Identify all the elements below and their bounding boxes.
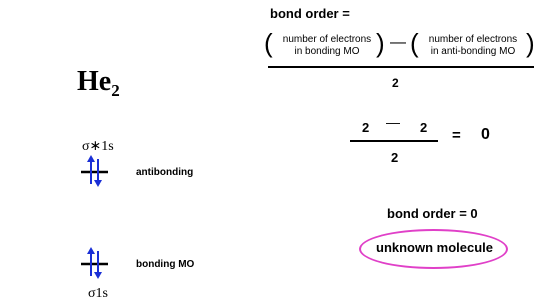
bonding-spin-up-icon [87,247,95,276]
calc-minus: — [386,114,400,130]
bonding-spin-down-icon [94,251,102,279]
bonding-electrons-line-2: in bonding MO [294,46,360,57]
conclusion-text: unknown molecule [376,240,494,255]
bonding-electrons-line-1: number of electrons [282,34,372,45]
right-paren-close: ) [526,28,535,58]
bonding-electrons-label: number of electrons in bonding MO [272,34,382,58]
molecule-formula: He2 [77,66,120,101]
antibonding-orbital-name: σ∗1s [82,139,114,154]
antibonding-spin-up-icon [87,155,95,184]
antibonding-electrons-label: number of electrons in anti-bonding MO [418,34,528,58]
bond-order-result: bond order = 0 [387,206,478,221]
calc-numerator-left: 2 [362,120,370,135]
antibonding-electrons-line-1: number of electrons [428,34,518,45]
antibonding-spin-down-icon [94,159,102,187]
calc-denominator: 2 [391,150,399,165]
antibonding-electrons-line-2: in anti-bonding MO [430,46,516,57]
left-paren-close: ) [376,28,385,58]
formula-denominator: 2 [392,76,399,90]
calc-fraction-bar [350,140,438,142]
bonding-orbital-name: σ1s [88,286,108,301]
molecule-symbol: He [77,66,112,97]
highlight-oval [359,229,508,269]
bonding-orbital-diagram [81,247,108,279]
bonding-label: bonding MO [136,259,195,270]
bond-order-title: bond order = [270,6,350,21]
formula-minus: — [390,34,406,51]
molecule-subscript: 2 [111,81,120,100]
calc-result: 0 [481,126,490,143]
calc-numerator-right: 2 [420,120,428,135]
antibonding-orbital-diagram [81,155,108,187]
antibonding-label: antibonding [136,167,194,178]
right-paren-open: ( [410,28,419,58]
formula-fraction-bar [268,66,534,68]
calc-equals: = [452,127,461,144]
left-paren-open: ( [264,28,273,58]
